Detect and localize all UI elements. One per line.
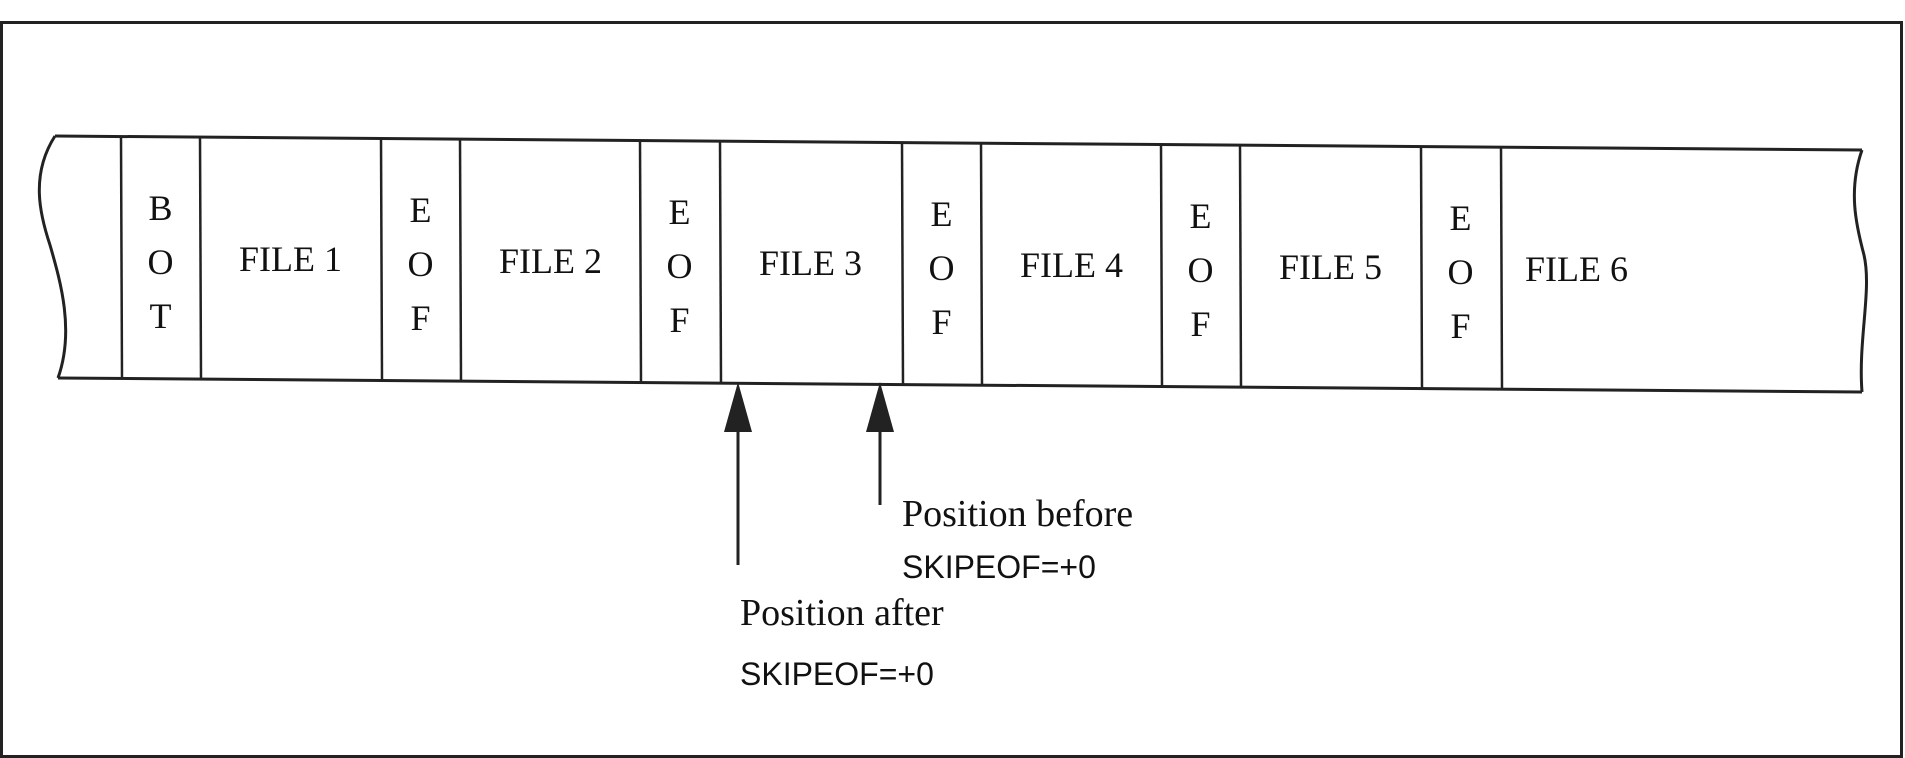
tape-mark-eof: EOF: [667, 192, 693, 340]
tape-right-torn-edge: [1852, 149, 1868, 393]
tape-mark-letter: O: [929, 248, 955, 288]
tape-mark-letter: O: [1448, 252, 1474, 292]
tape-mark-eof: EOF: [1188, 196, 1214, 344]
tape-mark-letter: F: [1450, 306, 1470, 346]
cell-divider: [198, 137, 203, 380]
cell-divider: [718, 141, 723, 384]
tape-file-label: FILE 6: [1525, 249, 1628, 289]
tape-file-label: FILE 1: [239, 239, 342, 279]
cell-divider: [638, 140, 643, 383]
cell-divider: [900, 142, 905, 385]
tape-mark-letter: O: [408, 244, 434, 284]
tape-file-label: FILE 2: [499, 241, 602, 281]
arrow-position-after: [724, 382, 752, 565]
tape-mark-letter: E: [669, 192, 691, 232]
cell-divider: [1419, 146, 1424, 389]
label-position-before: Position before: [902, 493, 1133, 535]
tape-mark-letter: O: [1188, 250, 1214, 290]
cell-divider: [1499, 147, 1504, 390]
tape-file-label: FILE 5: [1279, 247, 1382, 287]
tape-mark-letter: O: [148, 242, 174, 282]
arrow-after-head: [724, 382, 752, 432]
tape-bottom-edge: [57, 376, 1863, 394]
tape-mark-letter: F: [410, 298, 430, 338]
tape-strip: [37, 134, 1868, 394]
tape-mark-letter: F: [669, 300, 689, 340]
tape-mark-eof: EOF: [929, 194, 955, 342]
tape-file-label: FILE 4: [1020, 245, 1123, 285]
tape-top-edge: [54, 134, 1863, 152]
cell-divider: [1238, 145, 1243, 388]
arrow-position-before: [866, 382, 894, 505]
label-skipeof-before: SKIPEOF=+0: [902, 549, 1096, 585]
tape-mark-letter: B: [148, 188, 172, 228]
tape-left-torn-edge: [37, 135, 68, 379]
tape-mark-letter: E: [1190, 196, 1212, 236]
arrow-before-head: [866, 382, 894, 432]
cell-divider: [979, 143, 984, 386]
tape-mark-letter: E: [410, 190, 432, 230]
label-skipeof-after: SKIPEOF=+0: [740, 656, 934, 692]
diagram-frame: [0, 21, 1903, 758]
tape-mark-letter: T: [150, 296, 172, 336]
cell-divider: [379, 138, 384, 381]
tape-mark-letter: E: [1450, 198, 1472, 238]
tape-mark-letter: F: [931, 302, 951, 342]
tape-mark-letter: F: [1190, 304, 1210, 344]
tape-mark-eof: EOF: [1448, 198, 1474, 346]
tape-mark-letter: E: [931, 194, 953, 234]
cell-divider: [1159, 144, 1164, 387]
cell-divider: [119, 136, 124, 379]
tape-mark-letter: O: [667, 246, 693, 286]
cell-divider: [458, 139, 463, 382]
tape-file-label: FILE 3: [759, 243, 862, 283]
tape-mark-bot: BOT: [148, 188, 174, 336]
label-position-after: Position after: [740, 592, 944, 634]
tape-mark-eof: EOF: [408, 190, 434, 338]
